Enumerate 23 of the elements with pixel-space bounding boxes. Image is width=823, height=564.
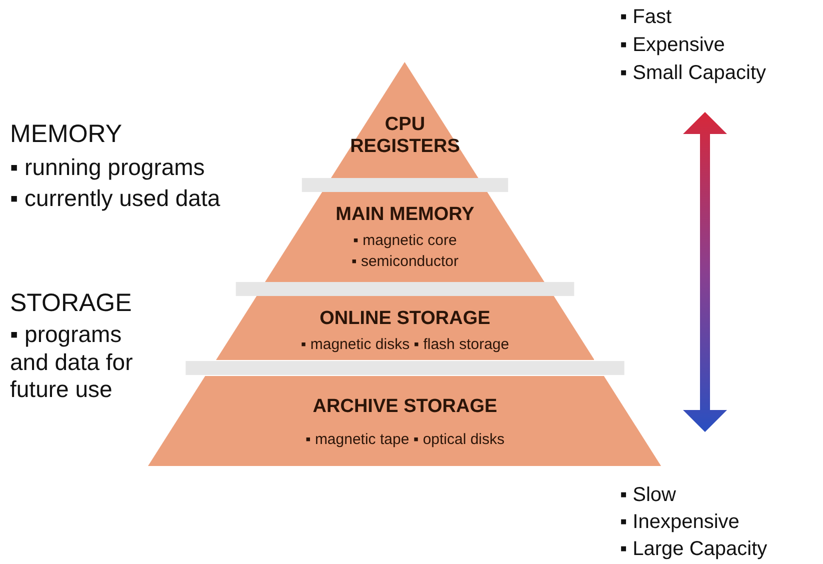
layer-item: ▪ magnetic core	[353, 232, 457, 249]
layer-title: CPU REGISTERS	[350, 114, 460, 158]
layer-item: ▪ semiconductor	[351, 253, 458, 270]
layer-title: ONLINE STORAGE	[320, 308, 490, 330]
property-text: ▪ Slow	[620, 484, 676, 507]
layer-title: ARCHIVE STORAGE	[312, 396, 498, 418]
layer-item: ▪ magnetic disks ▪ flash storage	[300, 336, 510, 353]
pyramid-layer	[216, 296, 594, 360]
pyramid-layer	[265, 192, 545, 282]
category-heading: MEMORY	[10, 120, 122, 149]
property-text: ▪ Large Capacity	[620, 538, 768, 561]
property-text: ▪ Small Capacity	[620, 62, 766, 85]
property-text: ▪ Inexpensive	[620, 511, 740, 534]
property-text: ▪ Expensive	[620, 34, 725, 57]
pyramid-layer	[148, 376, 662, 466]
category-item: ▪ programs and data for future use	[10, 321, 134, 404]
category-item: ▪ currently used data	[10, 185, 220, 212]
pyramid-layer	[331, 62, 479, 178]
category-item: ▪ running programs	[10, 154, 205, 181]
category-heading: STORAGE	[10, 289, 132, 318]
layer-item: ▪ magnetic tape ▪ optical disks	[305, 431, 505, 448]
property-text: ▪ Fast	[620, 6, 672, 29]
layer-title: MAIN MEMORY	[336, 204, 474, 226]
